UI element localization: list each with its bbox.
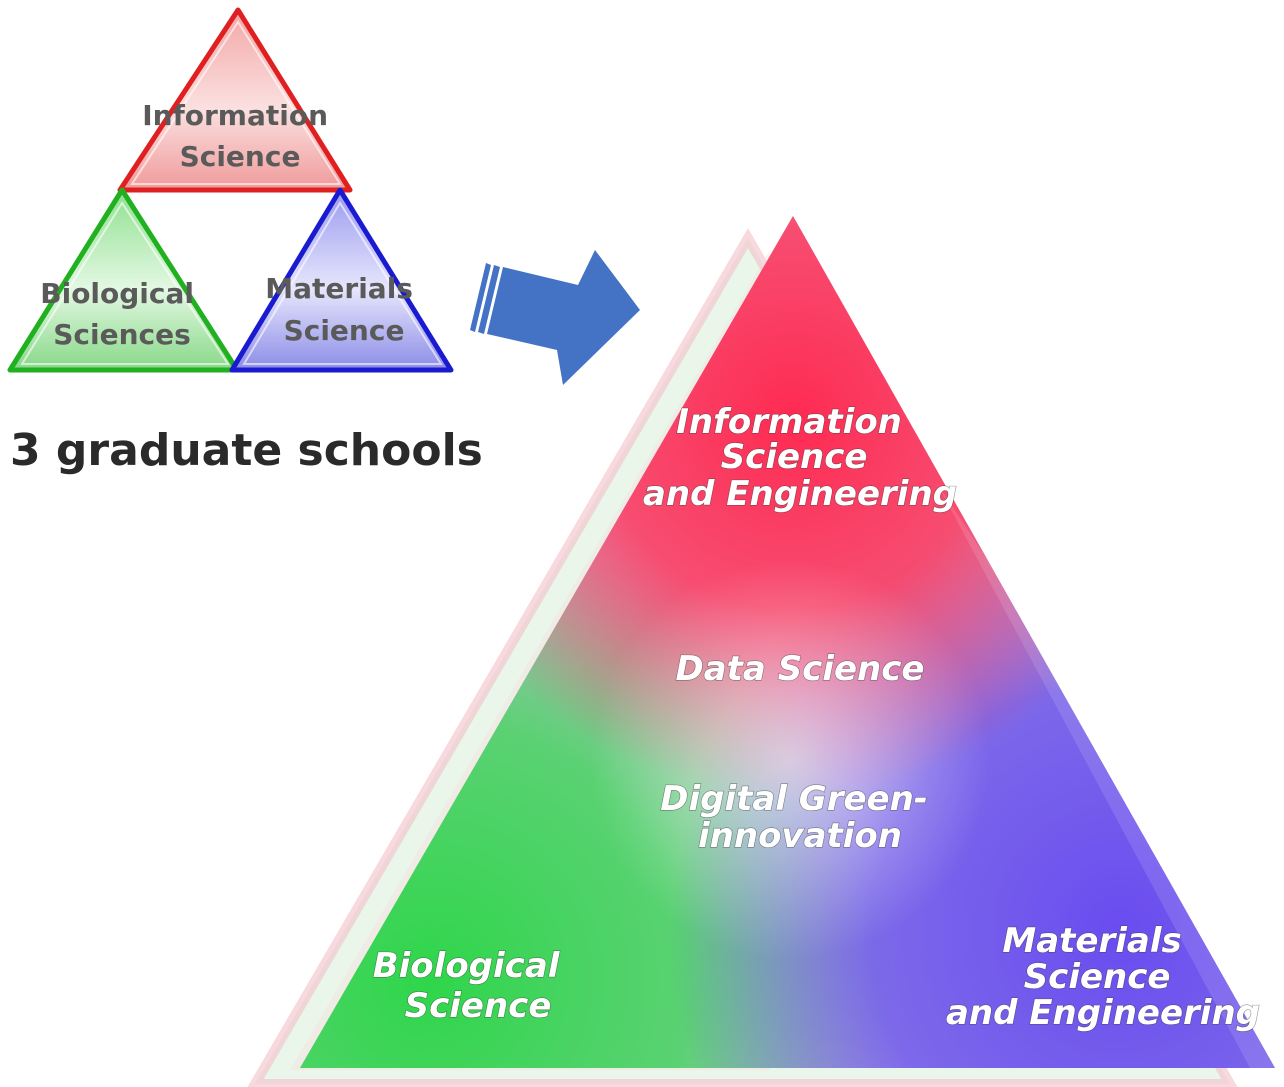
small-right-line-1: Materials bbox=[265, 272, 413, 305]
big-top-line-1: Information bbox=[676, 402, 902, 442]
small-left-line-1: Biological bbox=[40, 277, 194, 310]
triangle-biological-sciences: Biological Sciences bbox=[7, 187, 240, 373]
svg-text:Digital Green- innovatio: Digital Green- innovation bbox=[660, 779, 940, 856]
big-center-upper: Data Science bbox=[676, 649, 925, 689]
small-right-line-2: Science bbox=[284, 314, 405, 347]
small-triangle-diagram: Information Science Biological Sciences … bbox=[7, 7, 483, 476]
triangle-information-science: Information Science bbox=[117, 7, 353, 193]
big-bottom-left-line-1: Biological bbox=[373, 946, 561, 986]
big-center-lower-line-1: Digital Green- bbox=[660, 779, 928, 819]
pyramid-right-sheen bbox=[935, 480, 1275, 1068]
svg-text:Materials Science: Materials Science bbox=[265, 272, 422, 347]
svg-text:Biological Science: Biological Science bbox=[373, 946, 572, 1026]
svg-text:Information Science: Information Science bbox=[142, 99, 338, 173]
small-left-line-2: Sciences bbox=[53, 318, 191, 351]
big-bottom-right-line-1: Materials bbox=[1002, 921, 1181, 961]
big-bottom-right-line-2: Science bbox=[1024, 957, 1171, 997]
transition-arrow bbox=[470, 250, 640, 385]
svg-text:Information Science: Information Science and Engineering bbox=[643, 402, 957, 514]
big-bottom-left-line-2: Science bbox=[405, 986, 552, 1026]
small-top-line-2: Science bbox=[180, 140, 301, 173]
big-top-line-2: Science bbox=[721, 437, 868, 477]
small-top-line-1: Information bbox=[142, 99, 328, 132]
big-center-lower-line-2: innovation bbox=[698, 816, 902, 856]
big-bottom-right-line-3: and Engineering bbox=[946, 993, 1260, 1033]
caption-graduate-schools: 3 graduate schools bbox=[10, 425, 483, 476]
big-top-line-3: and Engineering bbox=[643, 474, 957, 514]
svg-text:Materials Science: Materials Science and Engineering bbox=[946, 921, 1260, 1033]
svg-text:Biological Sciences: Biological Sciences bbox=[40, 277, 204, 351]
triangle-materials-science: Materials Science bbox=[229, 187, 454, 373]
